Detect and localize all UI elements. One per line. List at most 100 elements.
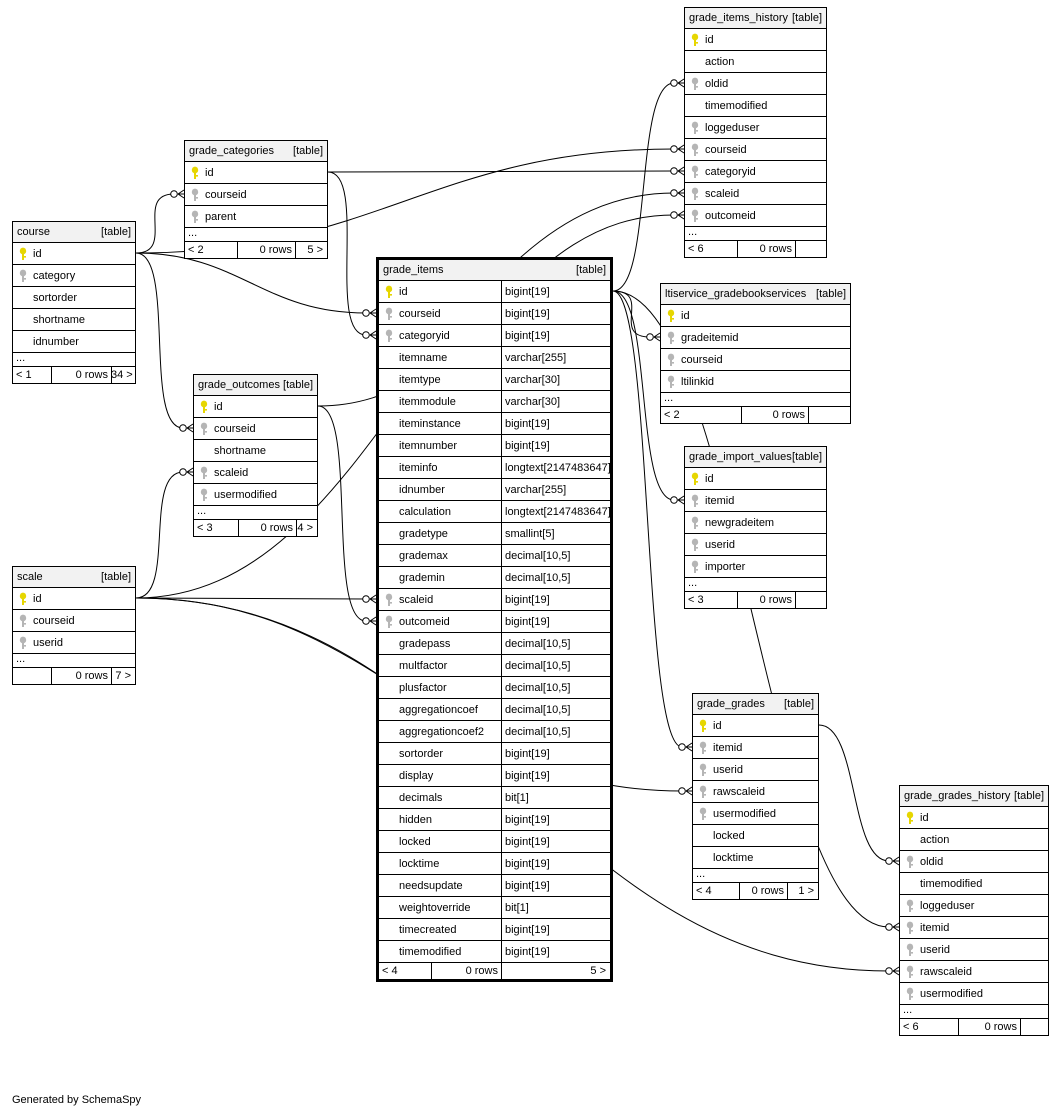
more-columns[interactable]: ... xyxy=(13,654,135,668)
more-columns[interactable]: ... xyxy=(13,353,135,367)
parents-link[interactable]: < 3 xyxy=(688,594,704,606)
column-row-courseid[interactable]: courseid xyxy=(685,139,826,161)
column-row-id[interactable]: id xyxy=(685,468,826,490)
more-columns[interactable]: ... xyxy=(900,1005,1048,1019)
column-row-outcomeid[interactable]: outcomeid xyxy=(685,205,826,227)
column-row-id[interactable]: id xyxy=(661,305,850,327)
column-row-rawscaleid[interactable]: rawscaleid xyxy=(900,961,1048,983)
more-columns[interactable]: ... xyxy=(185,228,327,242)
column-row-shortname[interactable]: shortname xyxy=(13,309,135,331)
column-row-action[interactable]: action xyxy=(685,51,826,73)
column-row-id[interactable]: id xyxy=(900,807,1048,829)
column-row-oldid[interactable]: oldid xyxy=(685,73,826,95)
parents-link[interactable]: < 1 xyxy=(16,369,32,381)
more-columns[interactable]: ... xyxy=(693,869,818,883)
children-link[interactable]: 5 > xyxy=(307,244,323,256)
children-link[interactable]: 5 > xyxy=(590,965,606,977)
column-row-courseid[interactable]: courseid xyxy=(13,610,135,632)
column-row-categoryid[interactable]: categoryid xyxy=(685,161,826,183)
parents-link[interactable]: < 3 xyxy=(197,522,213,534)
column-row-shortname[interactable]: shortname xyxy=(194,440,317,462)
column-row-usermodified[interactable]: usermodified xyxy=(900,983,1048,1005)
parents-link[interactable]: < 4 xyxy=(382,965,398,977)
more-columns[interactable]: ... xyxy=(685,578,826,592)
parents-link[interactable]: < 2 xyxy=(664,409,680,421)
column-row-action[interactable]: action xyxy=(900,829,1048,851)
column-row-courseid[interactable]: courseid xyxy=(185,184,327,206)
children-link[interactable]: 4 > xyxy=(297,522,313,534)
parents-link[interactable]: < 6 xyxy=(688,243,704,255)
column-row-rawscaleid[interactable]: rawscaleid xyxy=(693,781,818,803)
column-row-scaleid[interactable]: scaleid xyxy=(685,183,826,205)
column-row-sortorder[interactable]: sortorder xyxy=(13,287,135,309)
column-row-scaleid[interactable]: scaleid xyxy=(194,462,317,484)
column-row-usermodified[interactable]: usermodified xyxy=(693,803,818,825)
column-row-parent[interactable]: parent xyxy=(185,206,327,228)
column-row-itemid[interactable]: itemid xyxy=(693,737,818,759)
column-row-userid[interactable]: userid xyxy=(685,534,826,556)
column-row-id[interactable]: id xyxy=(685,29,826,51)
children-link[interactable]: 7 > xyxy=(115,670,131,682)
column-row-locked[interactable]: locked xyxy=(693,825,818,847)
parents-link[interactable]: < 4 xyxy=(696,885,712,897)
column-row-oldid[interactable]: oldid xyxy=(900,851,1048,873)
column-row-gradeitemid[interactable]: gradeitemid xyxy=(661,327,850,349)
column-row-courseid[interactable]: courseid xyxy=(661,349,850,371)
column-row-itemid[interactable]: itemid xyxy=(900,917,1048,939)
column-row-loggeduser[interactable]: loggeduser xyxy=(685,117,826,139)
column-row-timemodified[interactable]: timemodified xyxy=(685,95,826,117)
column-row-category[interactable]: category xyxy=(13,265,135,287)
children-link[interactable]: 1 > xyxy=(798,885,814,897)
column-row-id[interactable]: id xyxy=(13,243,135,265)
column-row-userid[interactable]: userid xyxy=(900,939,1048,961)
column-row-courseid[interactable]: courseid xyxy=(194,418,317,440)
column-row-locktime[interactable]: locktime xyxy=(693,847,818,869)
column-row-userid[interactable]: userid xyxy=(13,632,135,654)
column-row-usermodified[interactable]: usermodified xyxy=(194,484,317,506)
parents-link[interactable]: < 6 xyxy=(903,1021,919,1033)
children-link[interactable]: 34 > xyxy=(111,369,133,381)
more-columns[interactable]: ... xyxy=(194,506,317,520)
column-row-ltilinkid[interactable]: ltilinkid xyxy=(661,371,850,393)
parents-link[interactable]: < 2 xyxy=(188,244,204,256)
column-row-timemodified[interactable]: timemodified xyxy=(900,873,1048,895)
column-row-id[interactable]: id xyxy=(693,715,818,737)
column-row-idnumber[interactable]: idnumber xyxy=(13,331,135,353)
column-row-importer[interactable]: importer xyxy=(685,556,826,578)
